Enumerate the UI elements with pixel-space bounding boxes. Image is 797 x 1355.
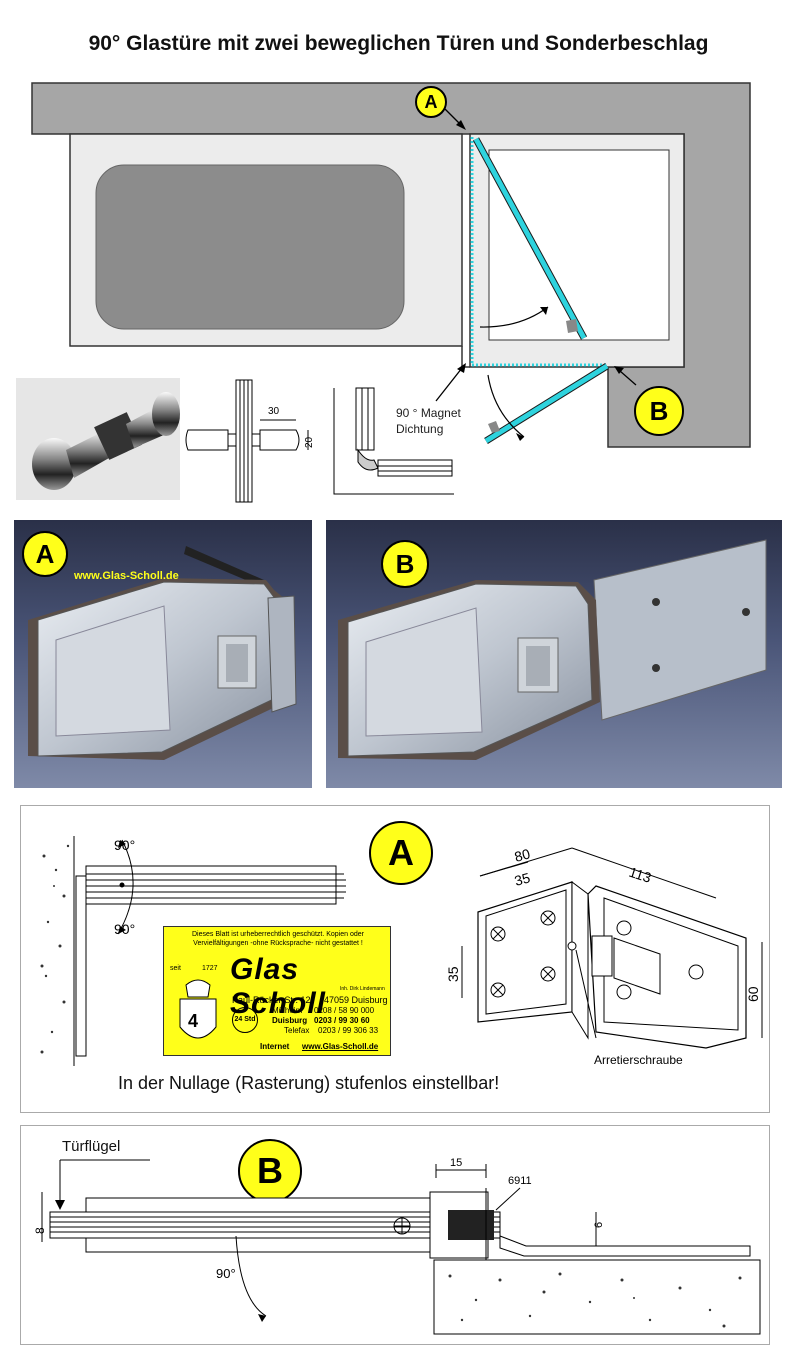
stamp-fax-label: Telefax — [284, 1026, 310, 1035]
seal-detail-drawing — [333, 387, 454, 495]
svg-text:4: 4 — [188, 1011, 198, 1031]
angle-top: 90° — [114, 837, 135, 853]
dim-80: 80 — [513, 845, 532, 865]
dim-35-top: 35 — [513, 869, 532, 889]
stamp-internet-label: Internet — [260, 1042, 290, 1051]
dim-width: 30 — [268, 406, 280, 417]
stamp-street: Paul-Rücker-Str. 12 — [232, 995, 311, 1005]
photo-a-watermark: www.Glas-Scholl.de — [74, 570, 179, 582]
page-title: 90° Glastüre mit zwei beweglichen Türen … — [88, 32, 709, 55]
drawing-a-hinge-iso: 80 35 113 35 60 Arretierschraube — [446, 845, 763, 1067]
copyright-notice: Dieses Blatt ist urheberrechtlich geschü… — [192, 931, 364, 947]
photo-b-label: B — [381, 540, 429, 588]
photo-hinge-a — [14, 520, 312, 788]
coat-of-arms-icon: 4 — [172, 975, 224, 1051]
knob-side-drawing: 30 20 — [185, 379, 315, 503]
stamp-badge: 24 Std — [232, 1007, 258, 1033]
plan-label-a: A — [415, 86, 447, 118]
stamp-owner: Inh. Dirk Lindemann — [340, 986, 385, 992]
angle-bottom: 90° — [114, 921, 135, 937]
bathtub-basin — [95, 164, 405, 330]
plan-label-b: B — [634, 386, 684, 436]
door-label: Türflügel — [62, 1138, 121, 1155]
dim-60: 60 — [745, 986, 761, 1002]
screw-label: Arretierschraube — [594, 1053, 683, 1067]
stamp-muelheim-tel: 0208 / 58 90 000 — [314, 1006, 375, 1015]
magnet-label-line2: Dichtung — [396, 422, 444, 436]
company-stamp: Dieses Blatt ist urheberrechtlich geschü… — [163, 926, 391, 1056]
stamp-duisburg: Duisburg — [272, 1016, 308, 1025]
drawing-b-label: B — [238, 1139, 302, 1203]
stamp-year: 1727 — [202, 965, 218, 972]
dim-35-side: 35 — [446, 966, 461, 982]
drawing-a-label: A — [369, 821, 433, 885]
dim-113: 113 — [627, 864, 653, 886]
dim-8: 8 — [33, 1227, 47, 1234]
dim-6: 6 — [593, 1222, 605, 1228]
shower-tray-inner — [488, 149, 670, 341]
stamp-duisburg-tel: 0203 / 99 30 60 — [314, 1016, 370, 1025]
stamp-city: 47059 Duisburg — [324, 995, 388, 1005]
stamp-brand: Glas Scholl — [230, 953, 327, 1020]
stamp-fax: 0203 / 99 306 33 — [318, 1026, 379, 1035]
photo-a-label: A — [22, 531, 68, 577]
dim-height: 20 — [304, 436, 315, 448]
drawing-b-section: 8 15 6911 6 90° — [33, 1157, 761, 1335]
drawing-a-section: 90° 90° — [38, 836, 346, 1066]
knob-photo — [16, 378, 180, 500]
angle-b: 90° — [216, 1266, 236, 1281]
magnet-label-line1: 90 ° Magnet — [396, 406, 461, 420]
stamp-website-link[interactable]: www.Glas-Scholl.de — [302, 1042, 379, 1051]
dim-15: 15 — [450, 1157, 462, 1169]
stamp-since: seit — [170, 965, 181, 972]
drawing-a-caption: In der Nullage (Rasterung) stufenlos ein… — [118, 1073, 500, 1093]
dim-6911: 6911 — [508, 1175, 532, 1187]
stamp-muelheim: Mülheim — [272, 1006, 303, 1015]
